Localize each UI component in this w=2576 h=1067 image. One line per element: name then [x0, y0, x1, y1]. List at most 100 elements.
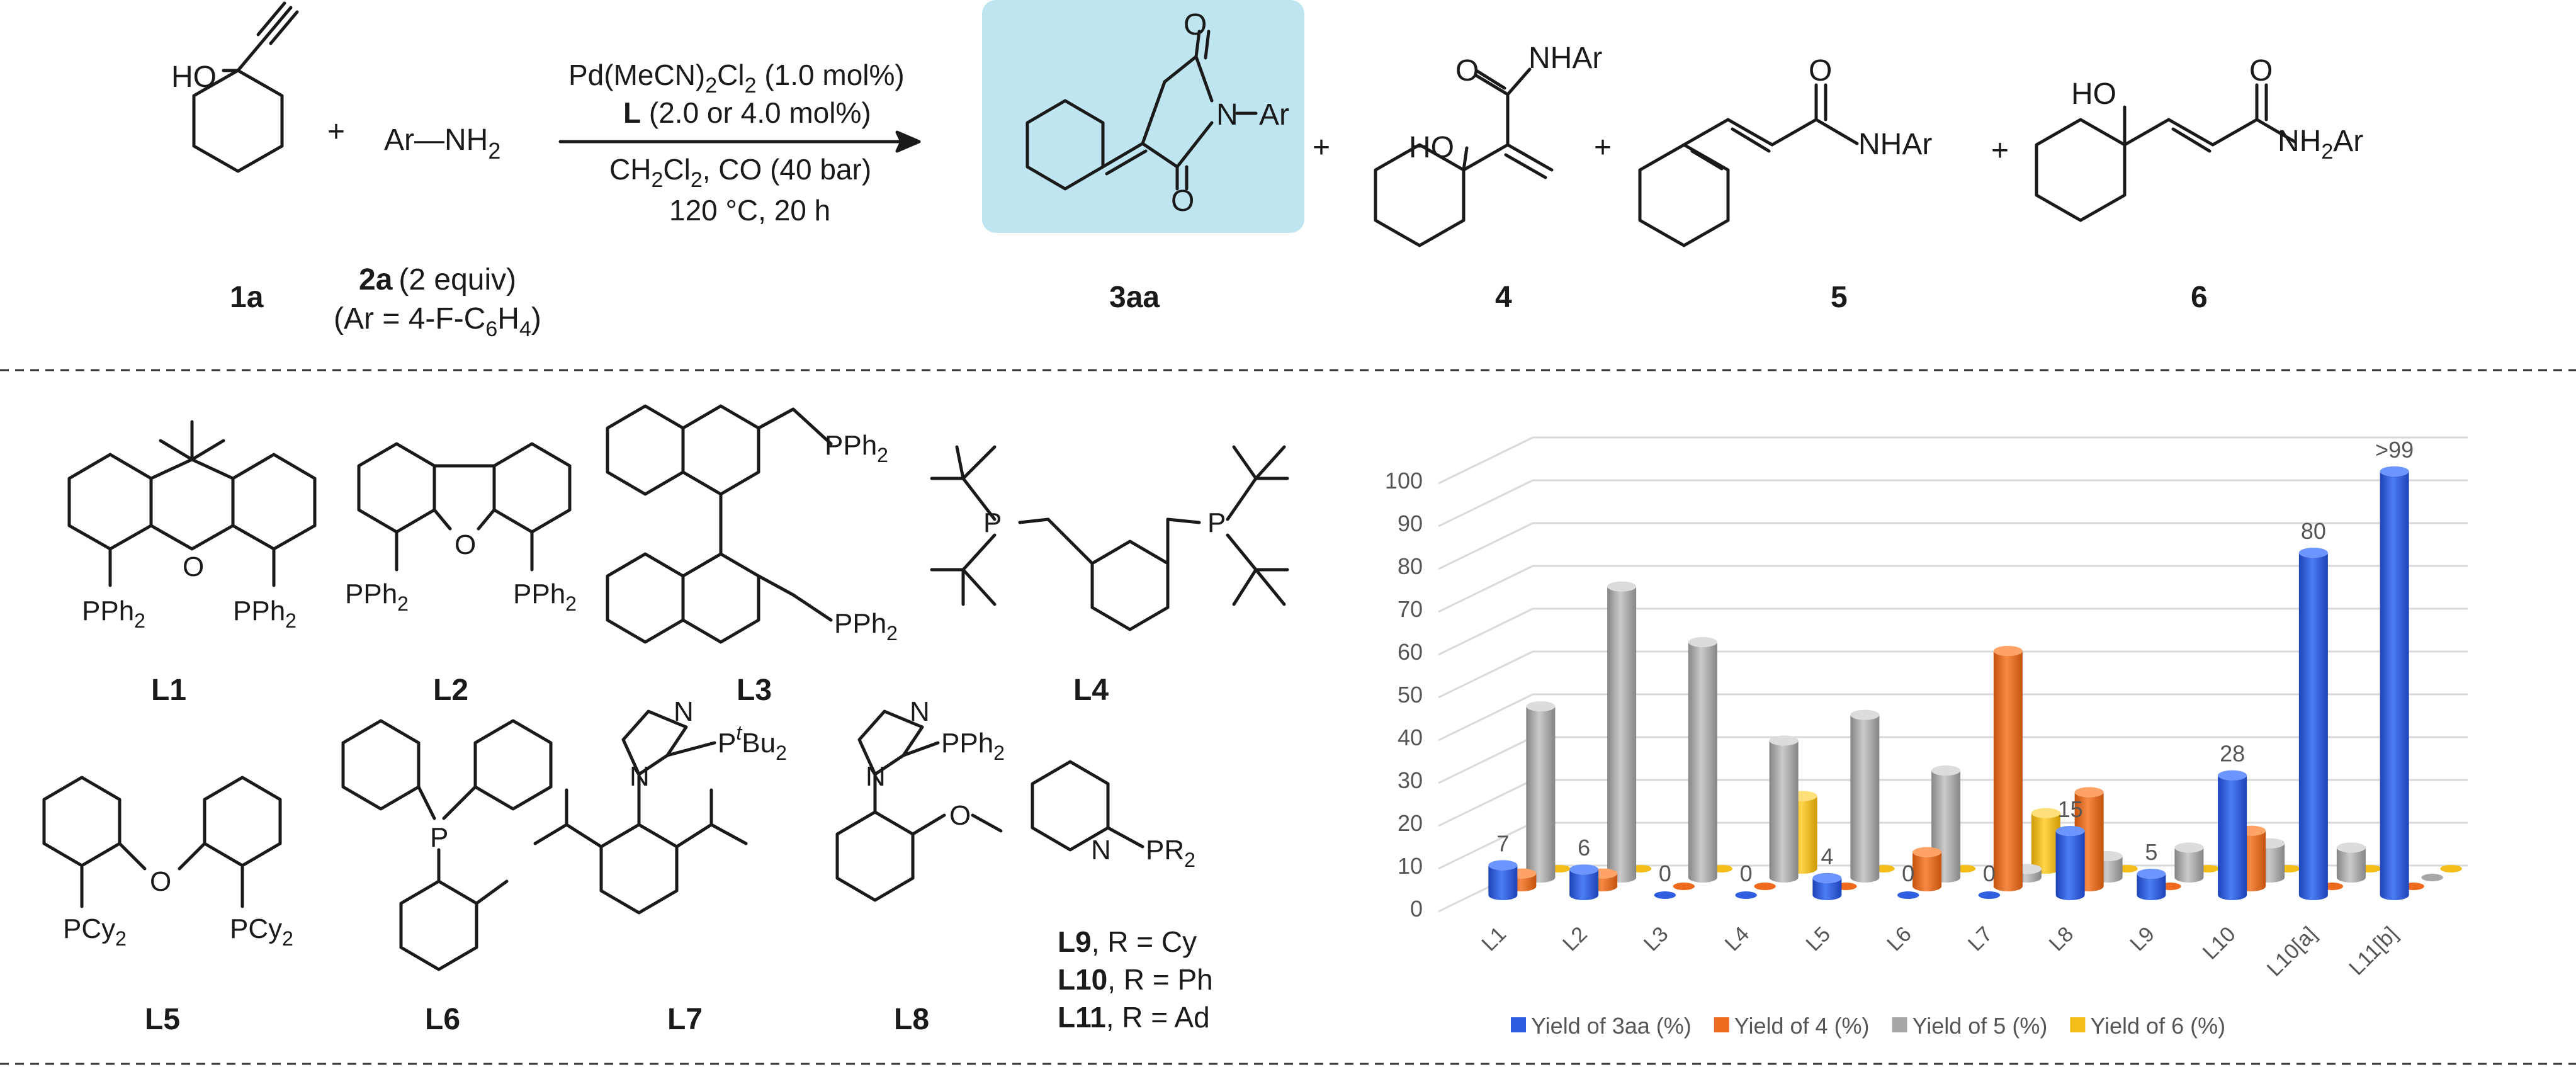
bar-0-2: [1654, 891, 1676, 899]
bar-1-5: [1912, 847, 1942, 891]
y-tick-label: 80: [1398, 553, 1423, 579]
y-tick-label: 40: [1398, 725, 1423, 750]
label-L8: L8: [894, 1003, 929, 1036]
3aa-ar: Ar: [1259, 98, 1289, 132]
bar-2-3: [1769, 735, 1799, 883]
data-label: 7: [1496, 830, 1509, 856]
L2-pph2-left: PPh2: [345, 579, 409, 615]
bar-2-2: [1688, 637, 1717, 883]
structure-5: [1638, 83, 1859, 247]
bar-0-3: [1735, 891, 1757, 899]
structure-6: [2035, 83, 2296, 222]
legend-swatch: [1892, 1017, 1907, 1032]
1a-ho-label: HO: [171, 60, 217, 94]
label-5: 5: [1831, 281, 1848, 314]
x-tick-label: L4: [1720, 922, 1754, 956]
gridline: [1438, 565, 2468, 613]
arrowhead: [895, 130, 921, 153]
x-tick-label: L6: [1882, 922, 1916, 956]
L7-n-top: N: [674, 696, 694, 727]
L5-pcy2-left: PCy2: [63, 913, 127, 950]
label-L5: L5: [145, 1003, 180, 1036]
conditions-line1: Pd(MeCN)2Cl2 (1.0 mol%): [568, 59, 905, 98]
ligand-L8: [835, 709, 1003, 902]
L7-n-bottom: N: [630, 761, 650, 792]
ligand-L3: [606, 404, 833, 644]
y-tick-label: 100: [1385, 468, 1423, 494]
L4-p-left: P: [983, 507, 1002, 538]
ligand-L2: [357, 442, 572, 572]
label-4: 4: [1495, 281, 1512, 314]
L1-pph2-left: PPh2: [82, 596, 145, 632]
x-tick-label: L5: [1801, 922, 1835, 956]
bar-3-11: [2440, 865, 2462, 872]
label-L4: L4: [1073, 674, 1109, 707]
data-label: 0: [1902, 861, 1914, 886]
x-tick-label: L7: [1963, 922, 1997, 956]
data-label: 6: [1578, 835, 1590, 861]
y-tick-label: 0: [1410, 896, 1423, 922]
y-tick-label: 60: [1398, 639, 1423, 665]
y-tick-label: 70: [1398, 596, 1423, 622]
chart-bars: [1488, 466, 2462, 900]
bar-0-0: [1488, 860, 1518, 900]
5-o: O: [1809, 54, 1832, 88]
reaction-scheme: [192, 0, 2296, 247]
plus-sign-1: +: [327, 115, 345, 149]
3aa-o-bottom: O: [1171, 184, 1194, 218]
chart-legend: Yield of 3aa (%)Yield of 4 (%)Yield of 5…: [1511, 1013, 2225, 1039]
x-tick-label: L10: [2198, 922, 2240, 964]
label-L9-def: L9, R = Cy: [1058, 925, 1197, 958]
4-nhar: NHAr: [1528, 42, 1602, 75]
y-tick-label: 50: [1398, 682, 1423, 708]
data-label: 4: [1821, 844, 1833, 869]
structure-1a: [192, 1, 299, 173]
bar-1-6: [1993, 646, 2023, 891]
bar-0-7: [2055, 826, 2085, 900]
L1-o: O: [183, 551, 204, 582]
bar-1-2: [1673, 883, 1695, 890]
label-ar-definition: (Ar = 4-F-C6H4): [334, 302, 541, 341]
bar-0-9: [2218, 770, 2247, 900]
data-label: 15: [2058, 796, 2083, 822]
gridline: [1438, 693, 2468, 742]
ligand-L7: [533, 709, 748, 915]
label-L3: L3: [737, 674, 772, 707]
data-label: 0: [1983, 861, 1996, 886]
L5-pcy2-right: PCy2: [230, 913, 293, 950]
6-nh2ar: NH2Ar: [2278, 125, 2363, 164]
bar-0-1: [1569, 864, 1599, 900]
bar-0-6: [1978, 891, 2001, 899]
legend-label: Yield of 6 (%): [2090, 1013, 2225, 1039]
data-label: 28: [2220, 741, 2245, 767]
ligand-L6: [341, 719, 553, 971]
bar-0-10: [2298, 548, 2328, 900]
conditions-line4: 120 °C, 20 h: [669, 194, 830, 227]
bar-2-10: [2336, 842, 2366, 883]
legend-swatch: [1511, 1017, 1526, 1032]
ligand-L1: [67, 420, 317, 587]
bar-0-8: [2137, 869, 2166, 900]
y-tick-label: 10: [1398, 853, 1423, 879]
bar-2-4: [1850, 709, 1880, 883]
gridline: [1438, 522, 2468, 570]
bar-2-1: [1607, 581, 1637, 883]
x-tick-label: L3: [1639, 922, 1673, 956]
3aa-o-top: O: [1183, 8, 1207, 42]
x-tick-label: L10[a]: [2262, 922, 2322, 981]
L1-pph2-right: PPh2: [233, 596, 297, 632]
L8-n-top: N: [910, 696, 930, 727]
label-L6: L6: [425, 1003, 460, 1036]
x-tick-label: L8: [2045, 922, 2079, 956]
x-tick-label: L11[b]: [2344, 922, 2402, 980]
legend-label: Yield of 3aa (%): [1531, 1013, 1692, 1039]
gridline: [1438, 607, 2468, 656]
L3-pph2-bottom: PPh2: [834, 608, 898, 645]
chart-gridlines: [1438, 436, 2468, 913]
ligand-labels: O PPh2 PPh2 O PPh2 PPh2 PPh2 PPh2 P P O …: [63, 430, 1226, 1036]
aniline-formula: Ar—NH2: [384, 123, 500, 164]
L2-o: O: [455, 529, 476, 560]
6-o: O: [2249, 54, 2273, 88]
